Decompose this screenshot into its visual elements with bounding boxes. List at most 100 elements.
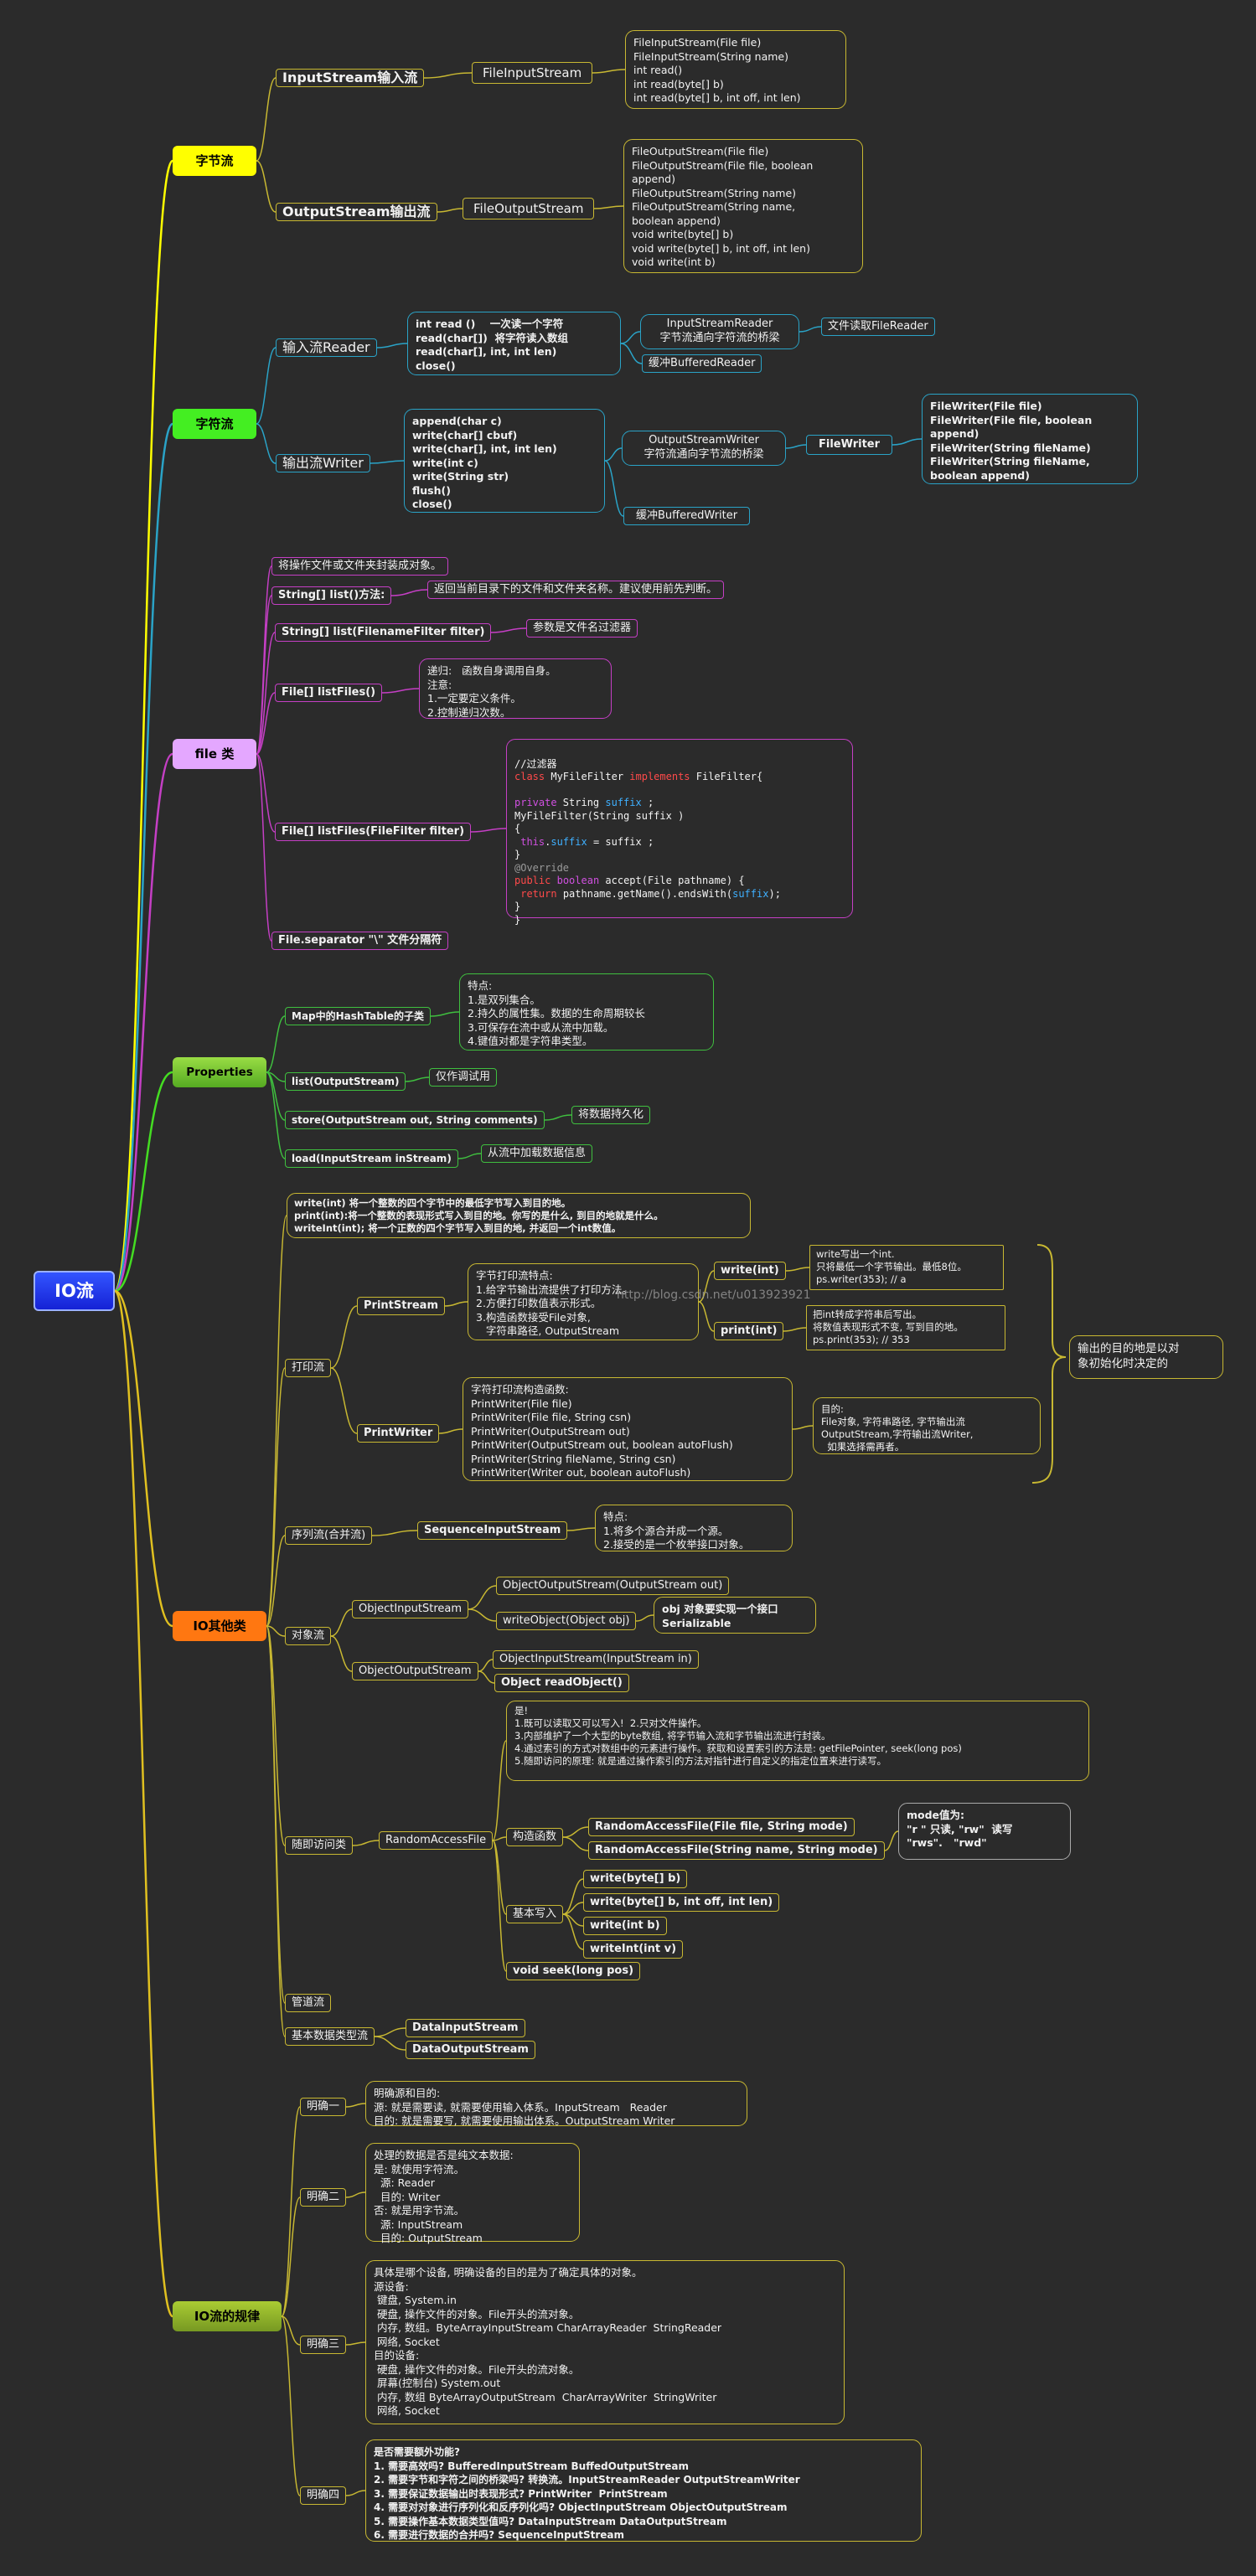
raf-writeint[interactable]: writeInt(int v) (583, 1940, 684, 1959)
inputstream-node[interactable]: InputStream输入流 (276, 69, 425, 87)
randomaccess-ctor-file[interactable]: RandomAccessFile(File file, String mode) (588, 1818, 855, 1836)
randomaccessfile-node[interactable]: RandomAccessFile (379, 1831, 494, 1850)
filewriter-node[interactable]: FileWriter (806, 435, 893, 455)
fileoutputstream-node[interactable]: FileOutputStream (463, 198, 595, 219)
file-separator-node[interactable]: File.separator "\" 文件分隔符 (271, 932, 449, 950)
connector-ois-writeobject-serializable-note (635, 1614, 654, 1622)
randomaccess-write-group[interactable]: 基本写入 (506, 1905, 564, 1923)
writer-node[interactable]: 输出流Writer (276, 454, 370, 472)
connector-writer-methods-outputstreamwriter-node (604, 447, 623, 462)
code-text: } (514, 901, 521, 912)
branch-char-stream[interactable]: 字符流 (173, 409, 256, 439)
inputstreamreader-node[interactable]: InputStreamReader 字节流通向字符流的桥梁 (640, 314, 799, 349)
props-list-node[interactable]: list(OutputStream) (285, 1072, 406, 1091)
props-store-node[interactable]: store(OutputStream out, String comments) (285, 1111, 545, 1129)
connector-outputstreamwriter-node-filewriter-node (785, 444, 807, 449)
file-listfiles-node[interactable]: File[] listFiles() (275, 684, 383, 702)
ois-writeobject[interactable]: writeObject(Object obj) (496, 1612, 637, 1630)
raf-write-int[interactable]: write(int b) (583, 1917, 667, 1935)
file-desc: 将操作文件或文件夹封装成对象。 (271, 557, 449, 576)
connector-branch-io-other-data-stream-group (266, 1625, 286, 2037)
connector-printstream-print-node-printstream-print-note (783, 1327, 807, 1332)
pipe-stream-node[interactable]: 管道流 (285, 1994, 332, 2012)
branch-byte-stream[interactable]: 字节流 (173, 146, 256, 176)
rule-1-node[interactable]: 明确一 (300, 2098, 347, 2116)
branch-io-rules[interactable]: IO流的规律 (173, 2301, 282, 2331)
printstream-write-node[interactable]: write(int) (714, 1262, 786, 1280)
rule-2-text: 处理的数据是否是纯文本数据: 是: 就使用字符流。 源: Reader 目的: … (365, 2143, 580, 2244)
connector-root-node-branch-file-class (114, 752, 173, 1293)
filereader-node[interactable]: 文件读取FileReader (821, 317, 935, 336)
print-stream-group[interactable]: 打印流 (285, 1359, 332, 1377)
objectinputstream-node[interactable]: ObjectInputStream (352, 1600, 469, 1618)
props-hashtable-node[interactable]: Map中的HashTable的子类 (285, 1007, 432, 1025)
randomaccess-constructor-group[interactable]: 构造函数 (506, 1828, 564, 1846)
connector-branch-properties-props-hashtable-node (266, 1015, 286, 1073)
connector-random-access-group-randomaccessfile-node (352, 1840, 380, 1846)
printstream-node[interactable]: PrintStream (357, 1297, 445, 1315)
connector-props-load-node-props-load-note (457, 1153, 482, 1159)
props-load-node[interactable]: load(InputStream inStream) (285, 1149, 458, 1168)
connector-branch-file-class-file-list-filter-node (256, 632, 276, 755)
data-stream-group[interactable]: 基本数据类型流 (285, 2027, 375, 2046)
connector-objectinputstream-node-ois-constructor (468, 1585, 497, 1610)
dataoutputstream-node[interactable]: DataOutputStream (406, 2041, 535, 2059)
rule-3-text: 具体是哪个设备, 明确设备的目的是为了确定具体的对象。 源设备: 键盘, Sys… (365, 2260, 845, 2424)
raf-seek[interactable]: void seek(long pos) (506, 1962, 641, 1980)
random-access-group[interactable]: 随即访问类 (285, 1836, 354, 1855)
connector-branch-io-other-sequence-group (266, 1535, 286, 1627)
props-load-note: 从流中加载数据信息 (481, 1144, 593, 1163)
rule-3-node[interactable]: 明确三 (300, 2336, 347, 2354)
reader-node[interactable]: 输入流Reader (276, 338, 377, 357)
outputstreamwriter-node[interactable]: OutputStreamWriter 字符流通向字节流的桥梁 (622, 431, 786, 466)
branch-io-other[interactable]: IO其他类 (173, 1611, 266, 1641)
connector-objectoutputstream-node-oos-constructor (478, 1659, 494, 1672)
file-list-filter-node[interactable]: String[] list(FilenameFilter filter) (275, 623, 492, 642)
code-kw-implements: implements (629, 771, 690, 782)
code-kw-class: class (514, 771, 545, 782)
printstream-print-note: 把int转成字符串后写出。 将数值表现形式不变, 写到目的地。 ps.print… (806, 1305, 1005, 1350)
code-text: FileFilter{ (690, 771, 763, 782)
objectoutputstream-node[interactable]: ObjectOutputStream (352, 1662, 478, 1680)
object-stream-group[interactable]: 对象流 (285, 1627, 332, 1645)
connector-reader-methods-inputstreamreader-node (620, 331, 641, 344)
code-kw-private: private (514, 797, 557, 808)
printwriter-node[interactable]: PrintWriter (357, 1424, 440, 1443)
connector-branch-char-stream-reader-node (256, 347, 277, 425)
connector-sequenceinputstream-node-sequence-note (566, 1527, 596, 1531)
randomaccess-ctor-name[interactable]: RandomAccessFile(String name, String mod… (588, 1841, 885, 1860)
outputstream-node[interactable]: OutputStream输出流 (276, 203, 437, 221)
code-text: pathname.getName().endsWith( (556, 887, 733, 900)
oos-readobject[interactable]: Object readObject() (494, 1674, 629, 1692)
root-node[interactable]: IO流 (34, 1271, 115, 1311)
raf-write-bytes-range[interactable]: write(byte[] b, int off, int len) (583, 1893, 780, 1912)
file-listfiles-filter-node[interactable]: File[] listFiles(FileFilter filter) (275, 823, 472, 841)
rule-4-node[interactable]: 明确四 (300, 2486, 347, 2505)
rule-2-node[interactable]: 明确二 (300, 2188, 347, 2207)
connector-root-node-branch-byte-stream (113, 159, 174, 1293)
connector-randomaccessfile-node-randomaccess-desc (492, 1740, 507, 1841)
sequence-group[interactable]: 序列流(合并流) (285, 1526, 373, 1545)
sequenceinputstream-node[interactable]: SequenceInputStream (417, 1521, 568, 1540)
printstream-print-node[interactable]: print(int) (714, 1322, 784, 1340)
oos-constructor: ObjectInputStream(InputStream in) (493, 1650, 699, 1669)
fileinputstream-node[interactable]: FileInputStream (472, 62, 593, 84)
connector-branch-byte-stream-outputstream-node (256, 160, 277, 213)
connector-printwriter-node-printwriter-features (438, 1428, 463, 1434)
connector-branch-io-other-print-write-note (266, 1215, 287, 1627)
bufferedwriter-node[interactable]: 缓冲BufferedWriter (623, 507, 751, 525)
connector-printstream-features-printstream-print-node (698, 1301, 715, 1332)
connector-rule-3-node-rule-3-text (345, 2341, 366, 2346)
connector-file-list-node-file-list-note (390, 589, 428, 596)
file-list-node[interactable]: String[] list()方法: (271, 586, 392, 605)
branch-file-class[interactable]: file 类 (173, 739, 256, 769)
connector-objectoutputstream-node-oos-readobject (478, 1670, 495, 1684)
datainputstream-node[interactable]: DataInputStream (406, 2019, 525, 2037)
raf-write-bytes[interactable]: write(byte[] b) (583, 1870, 688, 1888)
code-text: = suffix ; (587, 835, 654, 848)
bufferedreader-node[interactable]: 缓冲BufferedReader (642, 354, 762, 373)
branch-properties[interactable]: Properties (173, 1057, 266, 1087)
code-annotation: @Override (514, 861, 570, 874)
connector-fileinputstream-node-fileinputstream-methods (592, 69, 626, 74)
connector-reader-methods-bufferedreader-node (620, 343, 643, 364)
